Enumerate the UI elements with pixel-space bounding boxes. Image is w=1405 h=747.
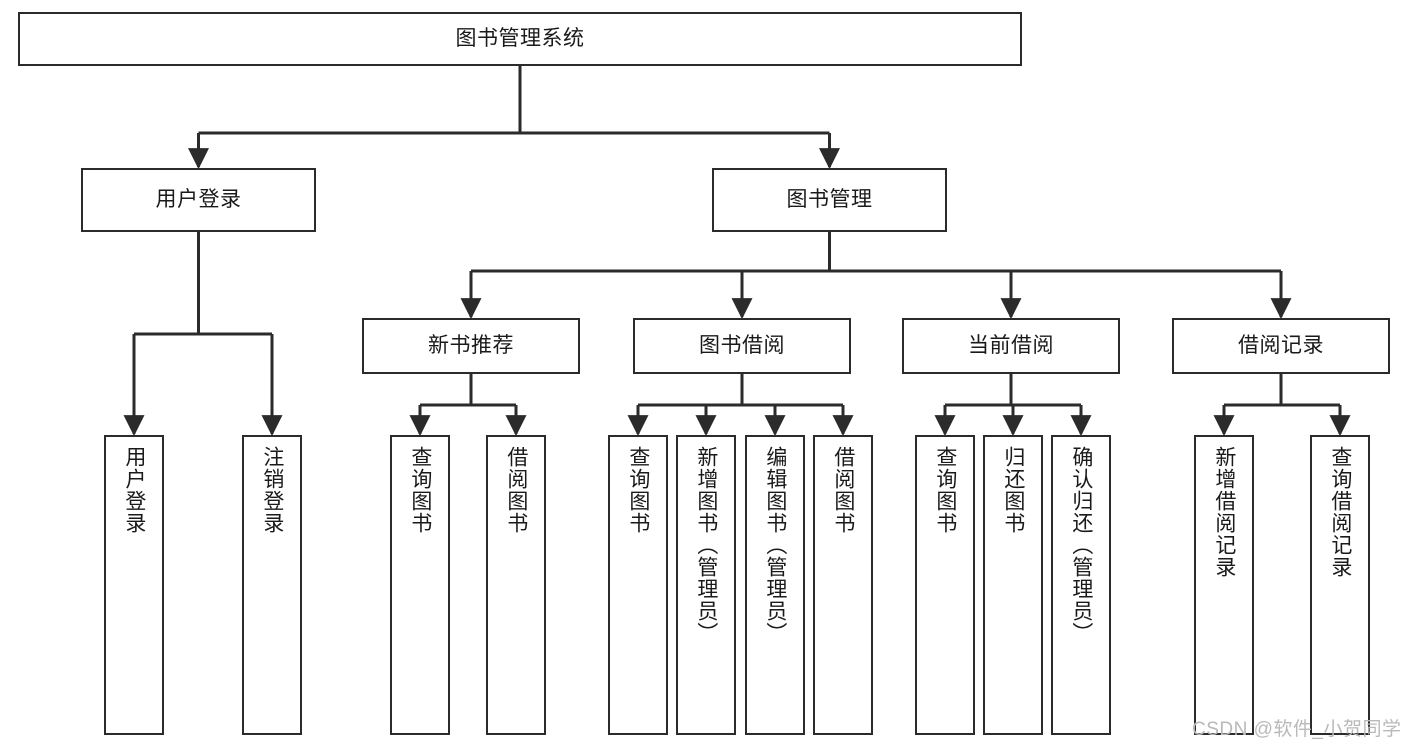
node-book-borrow[interactable]: 图书借阅 [633, 318, 851, 374]
node-label: 查询图书 [408, 446, 432, 534]
node-leaf-add-book[interactable]: 新增图书（管理员） [676, 435, 736, 735]
node-label: 图书借阅 [699, 334, 785, 358]
node-label: 新书推荐 [428, 334, 514, 358]
node-label: 查询借阅记录 [1328, 446, 1352, 578]
node-leaf-return-book[interactable]: 归还图书 [983, 435, 1043, 735]
node-leaf-confirm-return[interactable]: 确认归还（管理员） [1051, 435, 1111, 735]
node-borrow-record[interactable]: 借阅记录 [1172, 318, 1390, 374]
node-leaf-borrow-book-1[interactable]: 借阅图书 [486, 435, 546, 735]
node-root[interactable]: 图书管理系统 [18, 12, 1022, 66]
node-label: 注销登录 [260, 446, 284, 534]
node-label: 当前借阅 [968, 334, 1054, 358]
node-label: 图书管理 [786, 188, 873, 212]
node-leaf-query-book-1[interactable]: 查询图书 [390, 435, 450, 735]
node-leaf-query-book-3[interactable]: 查询图书 [915, 435, 975, 735]
watermark-text: CSDN @软件_小贺同学 [1192, 719, 1402, 740]
node-label: 图书管理系统 [455, 27, 585, 51]
node-label: 查询图书 [626, 446, 650, 534]
node-leaf-query-record[interactable]: 查询借阅记录 [1310, 435, 1370, 735]
node-leaf-logout[interactable]: 注销登录 [242, 435, 302, 735]
node-user-login[interactable]: 用户登录 [81, 168, 316, 232]
node-leaf-edit-book[interactable]: 编辑图书（管理员） [745, 435, 805, 735]
node-leaf-borrow-book-2[interactable]: 借阅图书 [813, 435, 873, 735]
node-new-book-rec[interactable]: 新书推荐 [362, 318, 580, 374]
node-label: 归还图书 [1001, 446, 1025, 534]
node-label: 借阅记录 [1238, 334, 1324, 358]
node-leaf-query-book-2[interactable]: 查询图书 [608, 435, 668, 735]
node-label: 确认归还（管理员） [1069, 446, 1093, 644]
node-label: 新增图书（管理员） [694, 446, 718, 644]
node-leaf-add-record[interactable]: 新增借阅记录 [1194, 435, 1254, 735]
node-label: 用户登录 [122, 446, 146, 534]
node-label: 查询图书 [933, 446, 957, 534]
node-book-manage[interactable]: 图书管理 [712, 168, 947, 232]
node-label: 编辑图书（管理员） [763, 446, 787, 644]
node-label: 用户登录 [155, 188, 242, 212]
node-label: 新增借阅记录 [1212, 446, 1236, 578]
node-leaf-user-login[interactable]: 用户登录 [104, 435, 164, 735]
node-current-borrow[interactable]: 当前借阅 [902, 318, 1120, 374]
node-label: 借阅图书 [504, 446, 528, 534]
node-label: 借阅图书 [831, 446, 855, 534]
